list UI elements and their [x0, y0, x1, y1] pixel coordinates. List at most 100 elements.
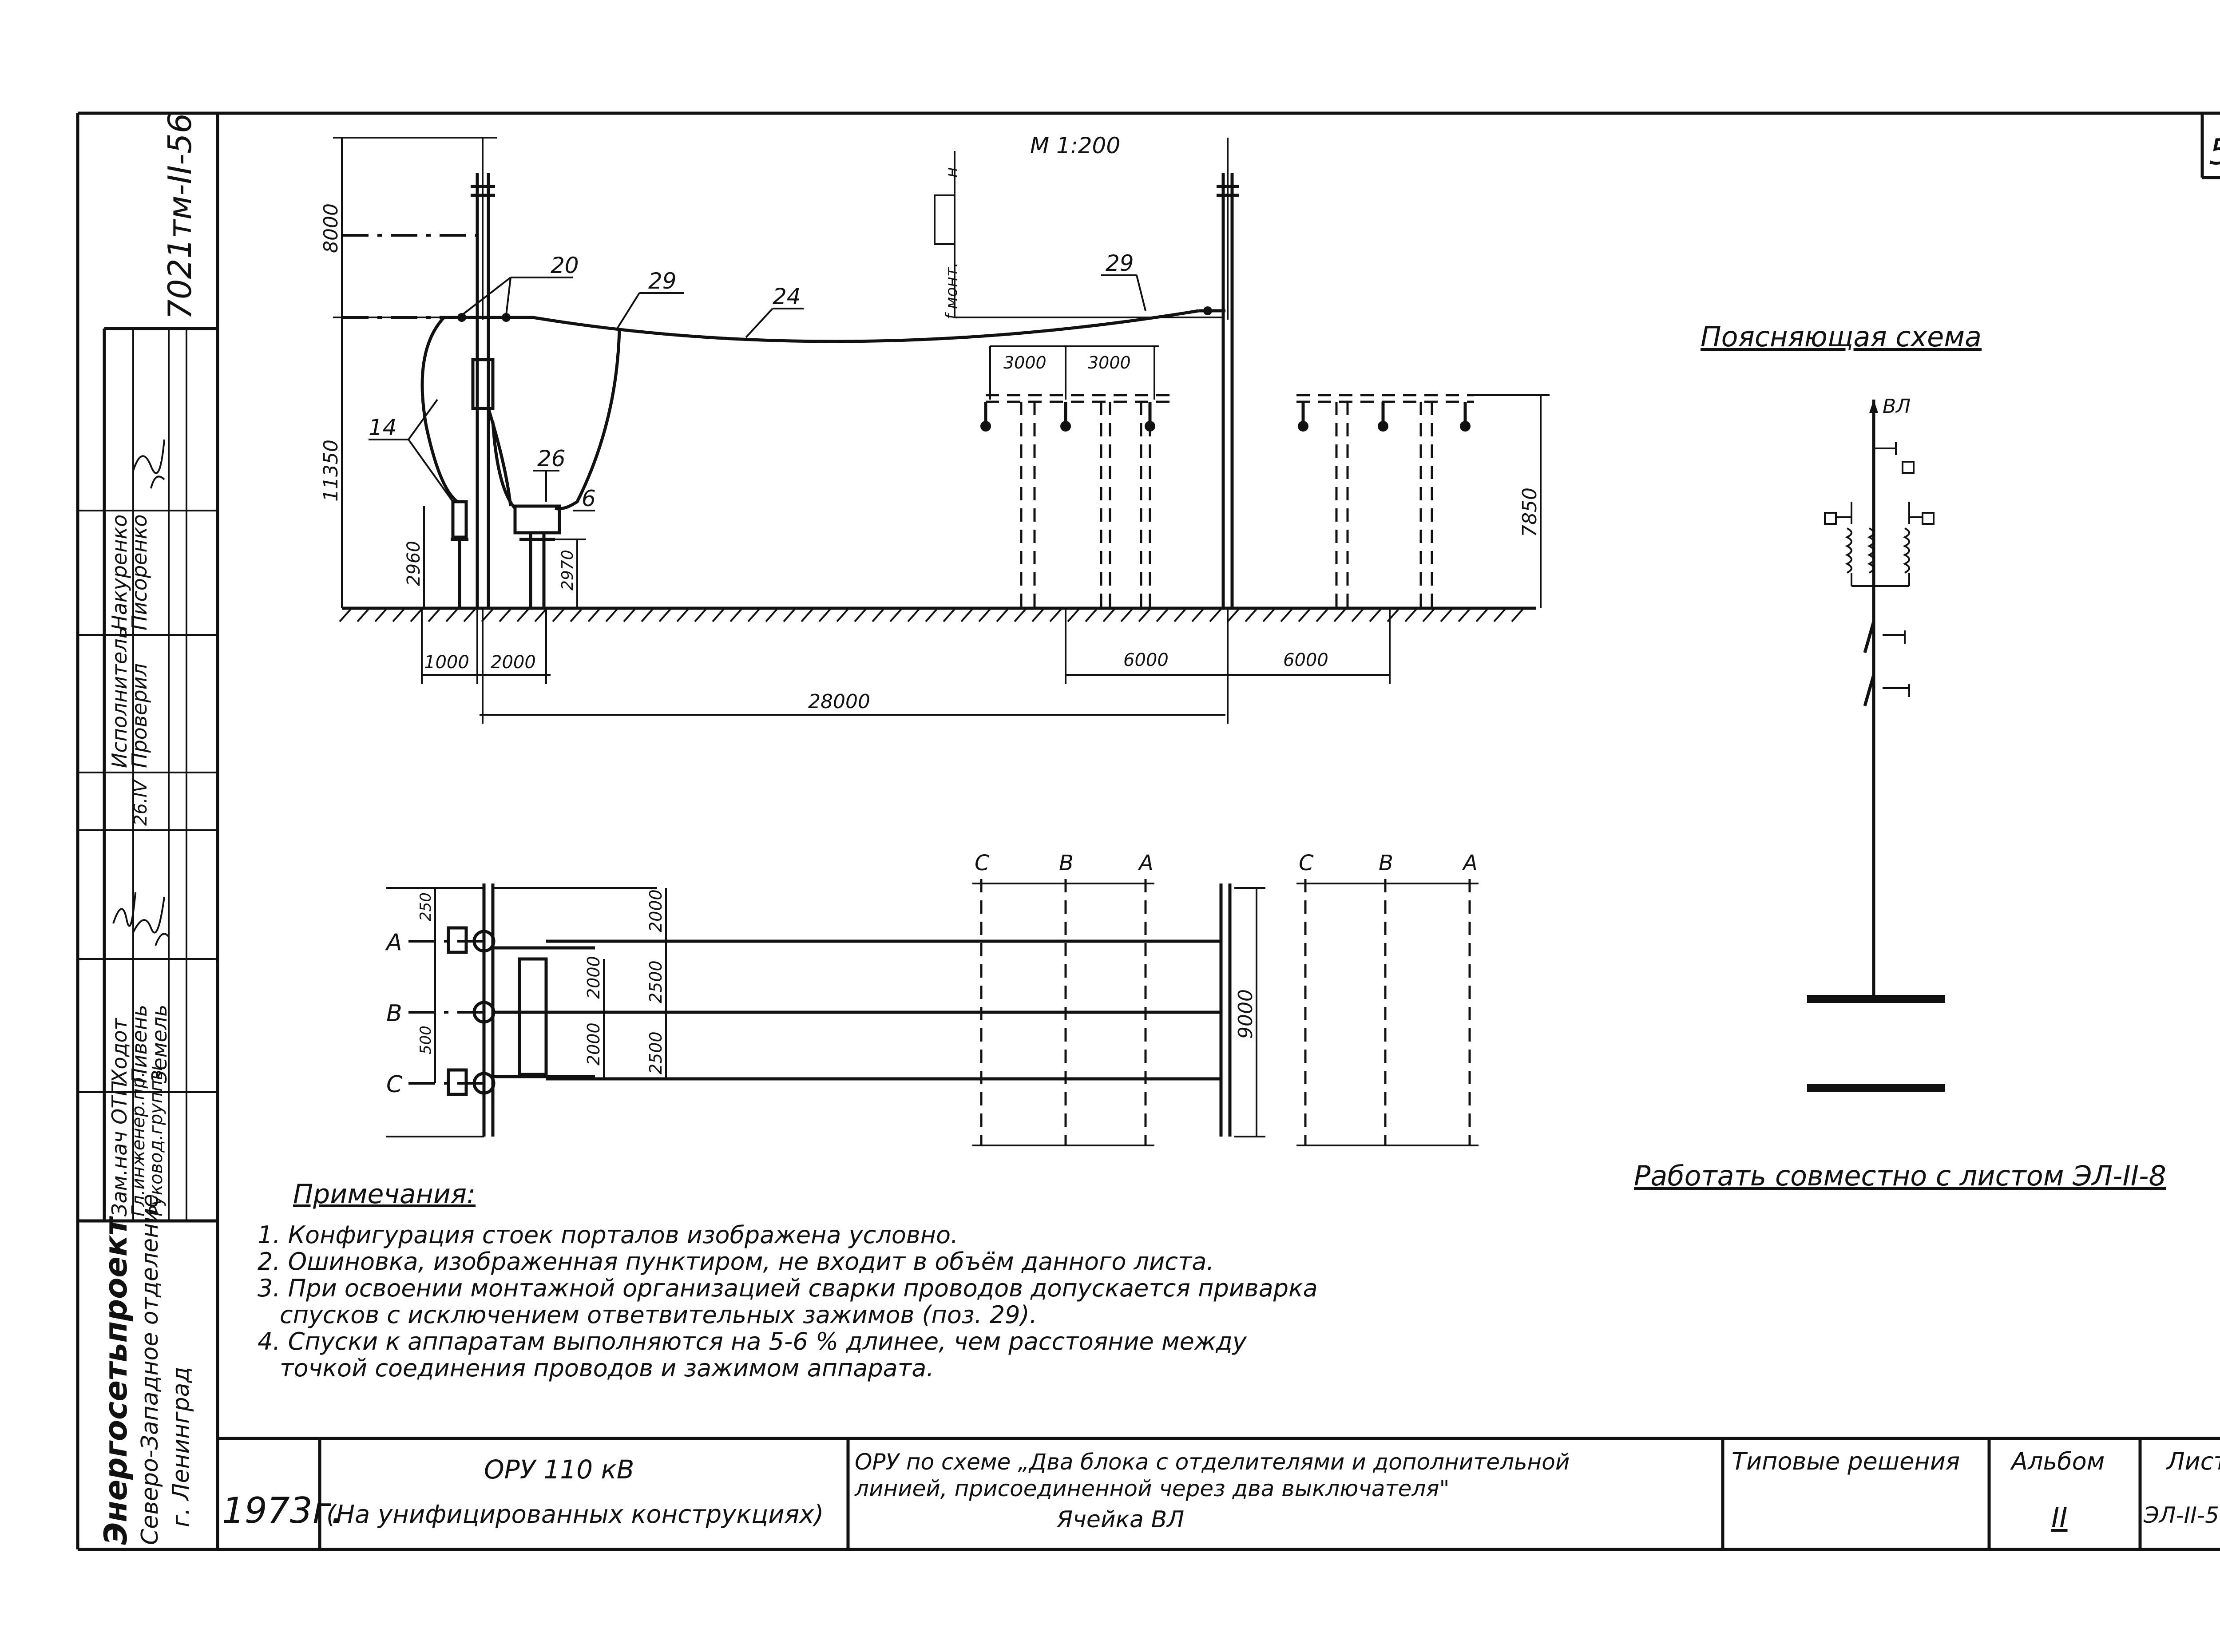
- dim-2000: 2000: [491, 652, 536, 673]
- ground-hatch-mark: [1369, 608, 1382, 622]
- stamp-role-1: Гл.инженер.пр.: [128, 1072, 149, 1216]
- ground-hatch-mark: [374, 608, 387, 622]
- ground-hatch-mark: [605, 608, 618, 622]
- ground-hatch-mark: [516, 608, 529, 622]
- dim-3000-a: 3000: [1003, 353, 1047, 372]
- ground-hatch-mark: [658, 608, 671, 622]
- title-block: [218, 1437, 2220, 1549]
- ground-hatch-mark: [1280, 608, 1293, 622]
- stamp-date: 26.IV: [131, 779, 151, 826]
- ground-hatch-mark: [676, 608, 689, 622]
- plan-top-2-C: С: [1299, 851, 1314, 876]
- ground-hatch-mark: [1458, 608, 1471, 622]
- dim-6000-b: 6000: [1283, 650, 1328, 670]
- ground-hatch-mark: [907, 608, 920, 622]
- title-desc-3: Ячейка ВЛ: [1056, 1506, 1184, 1533]
- plan-phase-B: B: [386, 1000, 402, 1027]
- plan-dim-500: 500: [417, 1026, 435, 1054]
- ground-hatch-mark: [1085, 608, 1098, 622]
- ground-hatch-mark: [1049, 608, 1062, 622]
- ground-hatch-mark: [1262, 608, 1275, 622]
- stamp-role-0: Зам.нач ОТП: [107, 1081, 131, 1216]
- sheet-frame: [76, 111, 2220, 1551]
- ground-hatch-mark: [339, 608, 352, 622]
- title-name-1: ОРУ 110 кВ: [484, 1454, 634, 1485]
- ground-hatch-mark: [587, 608, 600, 622]
- pos-29-right: 29: [1106, 250, 1134, 276]
- dim-6000-a: 6000: [1123, 650, 1169, 670]
- ground-hatch-mark: [712, 608, 725, 622]
- ground-hatch-mark: [534, 608, 547, 622]
- sheet-value: ЭЛ-II-5: [2143, 1502, 2219, 1528]
- title-typical: Типовые решения: [1732, 1447, 1960, 1475]
- pos-29-left: 29: [648, 268, 677, 294]
- ground-hatch-mark: [410, 608, 423, 622]
- dim-8000: 8000: [320, 203, 342, 253]
- ground-hatch-mark: [1156, 608, 1169, 622]
- ground-hatch-mark: [694, 608, 707, 622]
- marker-mount: f монт.: [943, 262, 961, 320]
- ground-hatch-mark: [392, 608, 405, 622]
- drawing-code: 7021тм-II-56: [161, 113, 198, 320]
- ground-hatch-mark: [889, 608, 902, 622]
- stamp-role-4: Проверил: [127, 663, 151, 768]
- plan-dim-2000-b: 2000: [584, 956, 603, 999]
- ground-hatch-mark: [1227, 608, 1240, 622]
- ground-hatch-mark: [552, 608, 565, 622]
- stamp-role-2: Руковод.группы: [146, 1066, 166, 1216]
- elevation-view: [333, 137, 1550, 724]
- ground-hatch-mark: [357, 608, 369, 622]
- ground-hatch-mark: [996, 608, 1009, 622]
- ground-hatch-mark: [1422, 608, 1435, 622]
- title-desc-1: ОРУ по схеме „Два блока с отделителями и…: [855, 1449, 1570, 1475]
- ground-hatch-mark: [818, 608, 831, 622]
- pos-6: 6: [582, 486, 596, 511]
- stamp-name-0: Ходот: [107, 1018, 131, 1084]
- dim-3000-b: 3000: [1088, 353, 1131, 372]
- ground-hatch-mark: [943, 608, 955, 622]
- pos-24: 24: [773, 284, 801, 309]
- dim-2970: 2970: [559, 550, 577, 590]
- plan-dim-2500-a: 2500: [646, 960, 666, 1003]
- ground-hatch-mark: [783, 608, 796, 622]
- corner-sheet-number: 56: [2209, 131, 2220, 173]
- plan-dim-250: 250: [417, 892, 435, 921]
- scheme-title: Поясняющая схема: [1701, 321, 1982, 353]
- plan-top-1-A: А: [1138, 851, 1154, 876]
- notes-heading: Примечания:: [293, 1179, 476, 1210]
- ground-hatch-mark: [1209, 608, 1222, 622]
- ground-hatch-mark: [801, 608, 813, 622]
- ground-hatch-mark: [499, 608, 511, 622]
- scale-label: М 1:200: [1030, 133, 1120, 158]
- ground-hatch-mark: [570, 608, 583, 622]
- ground-hatch-mark: [428, 608, 440, 622]
- dim-2960: 2960: [404, 541, 424, 586]
- ground-hatch-mark: [1120, 608, 1133, 622]
- plan-dim-2000-a: 2000: [646, 889, 666, 932]
- plan-top-1-B: В: [1059, 851, 1074, 876]
- ground-hatch-mark: [1031, 608, 1044, 622]
- note-line-6: точкой соединения проводов и зажимом апп…: [280, 1354, 934, 1382]
- ground-hatch-mark: [747, 608, 760, 622]
- single-line-scheme: [1807, 400, 1945, 1092]
- org-name: Энергосетьпроект: [98, 1216, 134, 1545]
- note-line-4: спусков с исключением ответвительных заж…: [280, 1301, 1037, 1329]
- dim-1000: 1000: [424, 652, 469, 673]
- plan-dim-2500-b: 2500: [646, 1031, 666, 1074]
- plan-phase-C: C: [386, 1071, 403, 1098]
- ground-hatch-mark: [1475, 608, 1488, 622]
- note-line-5: 4. Спуски к аппаратам выполняются на 5-6…: [258, 1327, 1247, 1355]
- ground-hatch-mark: [463, 608, 476, 622]
- plan-top-2-A: А: [1462, 851, 1478, 876]
- left-stamp: [78, 327, 218, 1223]
- org-city: г. Ленинград: [168, 1367, 194, 1527]
- org-branch: Северо-Западное отделение: [137, 1194, 163, 1545]
- ground-hatch-mark: [729, 608, 742, 622]
- ground-hatch-mark: [1298, 608, 1311, 622]
- dim-28000: 28000: [808, 690, 870, 713]
- pos-26: 26: [537, 446, 566, 471]
- note-line-3: 3. При освоении монтажной организацией с…: [258, 1274, 1318, 1302]
- ground-hatch-mark: [1014, 608, 1027, 622]
- stamp-name-4: Писоренко: [127, 515, 151, 630]
- title-year: 1973г.: [222, 1490, 342, 1531]
